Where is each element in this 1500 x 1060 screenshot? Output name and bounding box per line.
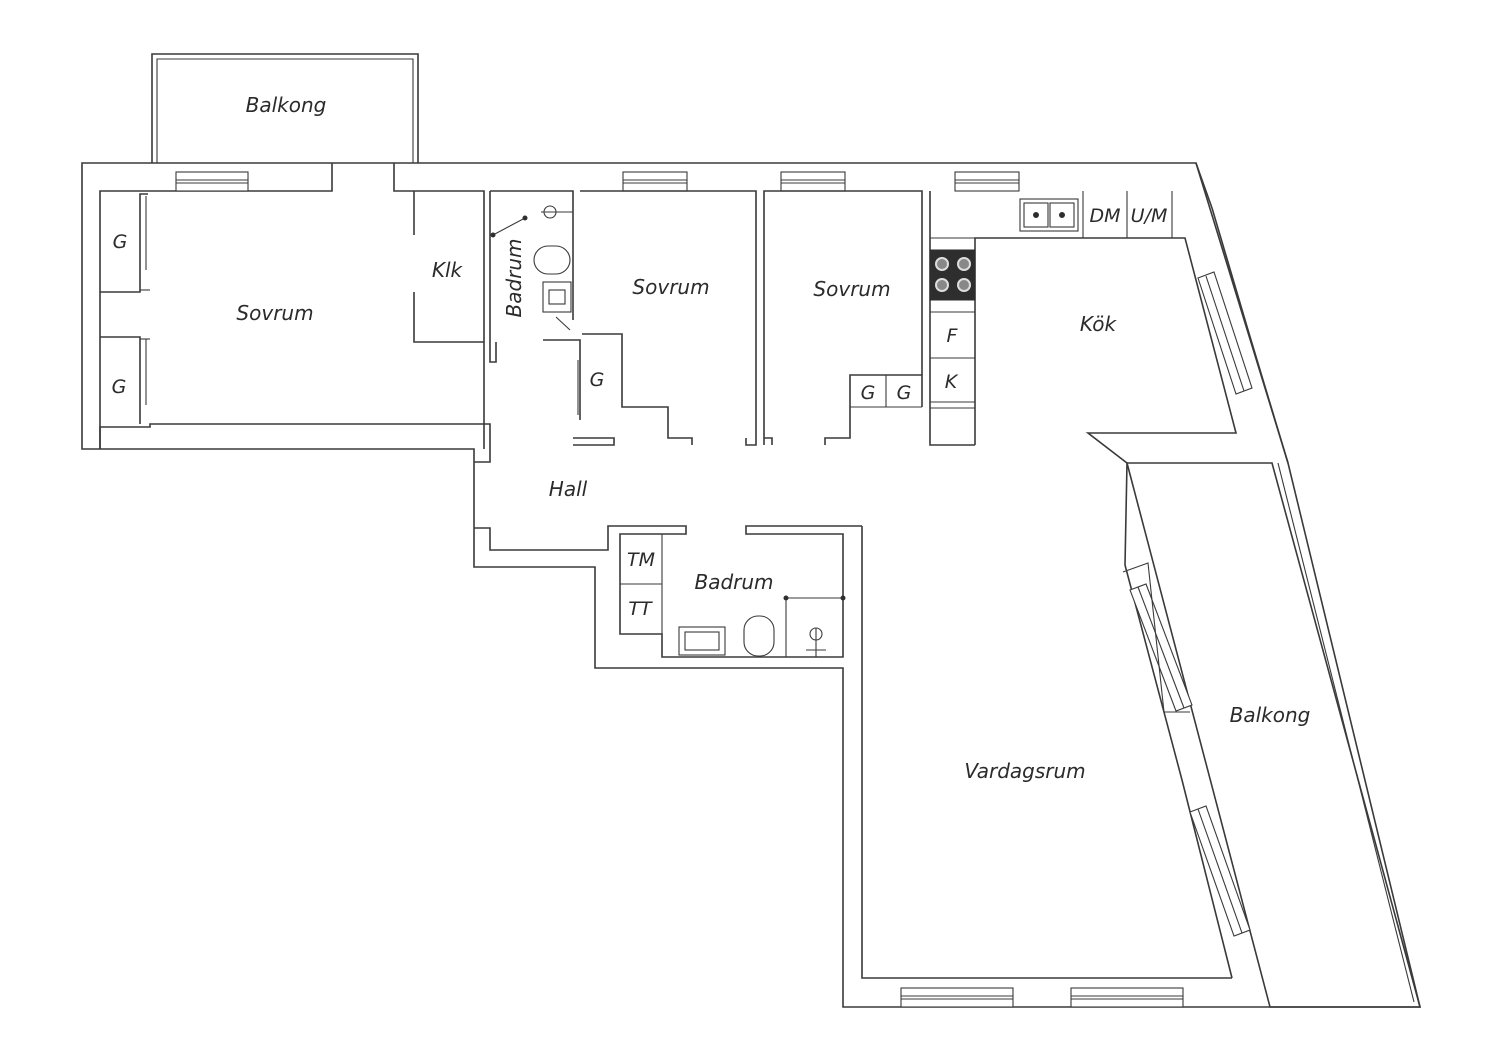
room-label-sovrum-left: Sovrum xyxy=(236,301,313,325)
washer-label: TM xyxy=(627,549,655,571)
wardrobe-label: G xyxy=(590,369,605,391)
kitchen xyxy=(929,191,1173,446)
fixture-labels: G G G G G F K DM U/M TM TT xyxy=(112,205,1168,620)
room-labels: Balkong Sovrum Klk Badrum Sovrum Sovrum … xyxy=(236,93,1310,783)
wardrobe-label: G xyxy=(112,376,127,398)
wardrobe-label: G xyxy=(113,231,128,253)
klk-closet xyxy=(413,191,497,363)
room-label-sovrum-mid: Sovrum xyxy=(632,275,709,299)
right-bedroom xyxy=(763,190,923,445)
wardrobe-label: G xyxy=(861,382,876,404)
room-label-sovrum-right: Sovrum xyxy=(813,277,890,301)
balcony-top xyxy=(151,53,419,163)
room-label-badrum-small: Badrum xyxy=(502,238,526,317)
fridge-label: F xyxy=(947,325,959,347)
microwave-label: U/M xyxy=(1131,205,1168,227)
room-label-badrum-lower: Badrum xyxy=(694,570,773,594)
wardrobe-label: G xyxy=(897,382,912,404)
room-label-kok: Kök xyxy=(1080,312,1118,336)
dryer-label: TT xyxy=(628,598,653,620)
room-label-vardagsrum: Vardagsrum xyxy=(964,759,1085,783)
lower-bathroom xyxy=(474,525,862,658)
dishwasher-label: DM xyxy=(1089,205,1120,227)
room-label-balkong-top: Balkong xyxy=(246,93,327,117)
room-label-klk: Klk xyxy=(432,258,464,282)
outer-walls xyxy=(81,162,1422,1008)
small-bathroom xyxy=(490,190,581,420)
freezer-label: K xyxy=(945,371,959,393)
room-label-hall: Hall xyxy=(549,477,588,501)
room-label-balkong-right: Balkong xyxy=(1230,703,1311,727)
middle-bedroom xyxy=(573,190,757,446)
left-bedroom-interior xyxy=(100,193,150,424)
balcony-right xyxy=(1125,462,1422,1008)
